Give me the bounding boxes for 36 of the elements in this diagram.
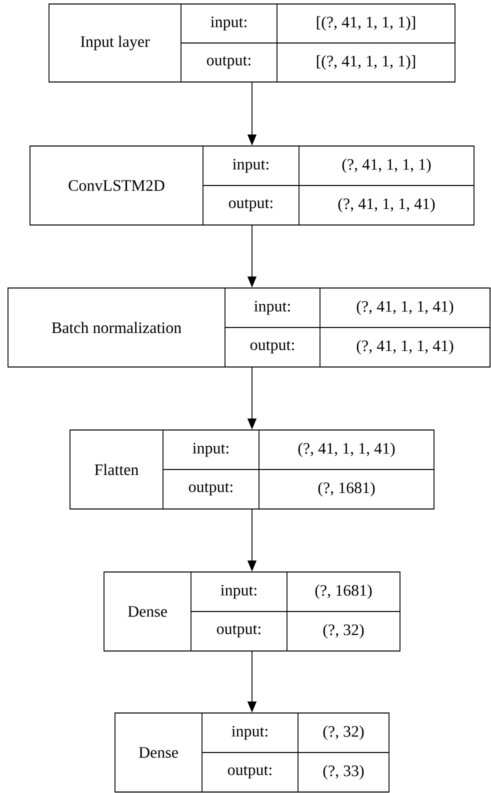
shape-value: (?, 41, 1, 1, 41) bbox=[298, 442, 395, 458]
layer-name: Batch normalization bbox=[52, 322, 182, 334]
layer-name: ConvLSTM2D bbox=[68, 180, 164, 191]
layer-table bbox=[104, 572, 400, 652]
field-label: output: bbox=[188, 483, 232, 496]
layer-table bbox=[48, 4, 456, 82]
field-label: output: bbox=[250, 341, 294, 354]
field-label: output: bbox=[206, 56, 250, 69]
shape-value: [(?, 41, 1, 1, 1)] bbox=[316, 55, 416, 70]
field-label: output: bbox=[228, 766, 272, 778]
field-label: input: bbox=[210, 16, 246, 30]
shape-value: (?, 32) bbox=[323, 726, 364, 740]
layer-name: Dense bbox=[128, 606, 167, 617]
shape-value: (?, 1681) bbox=[318, 482, 375, 496]
shape-value: (?, 1681) bbox=[315, 584, 372, 600]
shape-value: (?, 41, 1, 1, 1) bbox=[342, 158, 431, 174]
shape-value: (?, 41, 1, 1, 41) bbox=[356, 300, 454, 316]
layer-table bbox=[8, 288, 490, 368]
field-label: input: bbox=[232, 158, 268, 173]
field-label: output: bbox=[228, 199, 272, 212]
shape-value: (?, 33) bbox=[323, 764, 364, 780]
field-label: input: bbox=[192, 442, 228, 457]
shape-value: (?, 41, 1, 1, 41) bbox=[338, 198, 435, 212]
field-label: input: bbox=[254, 300, 290, 315]
shape-value: (?, 41, 1, 1, 41) bbox=[356, 340, 454, 354]
field-label: output: bbox=[216, 625, 260, 638]
layer-table bbox=[30, 146, 474, 226]
layer-table bbox=[114, 712, 390, 792]
shape-value: [(?, 41, 1, 1, 1)] bbox=[316, 16, 416, 31]
layer-name: Input layer bbox=[80, 36, 150, 50]
layer-name: Dense bbox=[138, 747, 178, 758]
layer-name: Flatten bbox=[94, 464, 138, 476]
field-label: input: bbox=[220, 584, 256, 599]
field-label: input: bbox=[232, 726, 268, 740]
shape-value: (?, 32) bbox=[323, 624, 364, 638]
layer-table bbox=[70, 430, 434, 510]
